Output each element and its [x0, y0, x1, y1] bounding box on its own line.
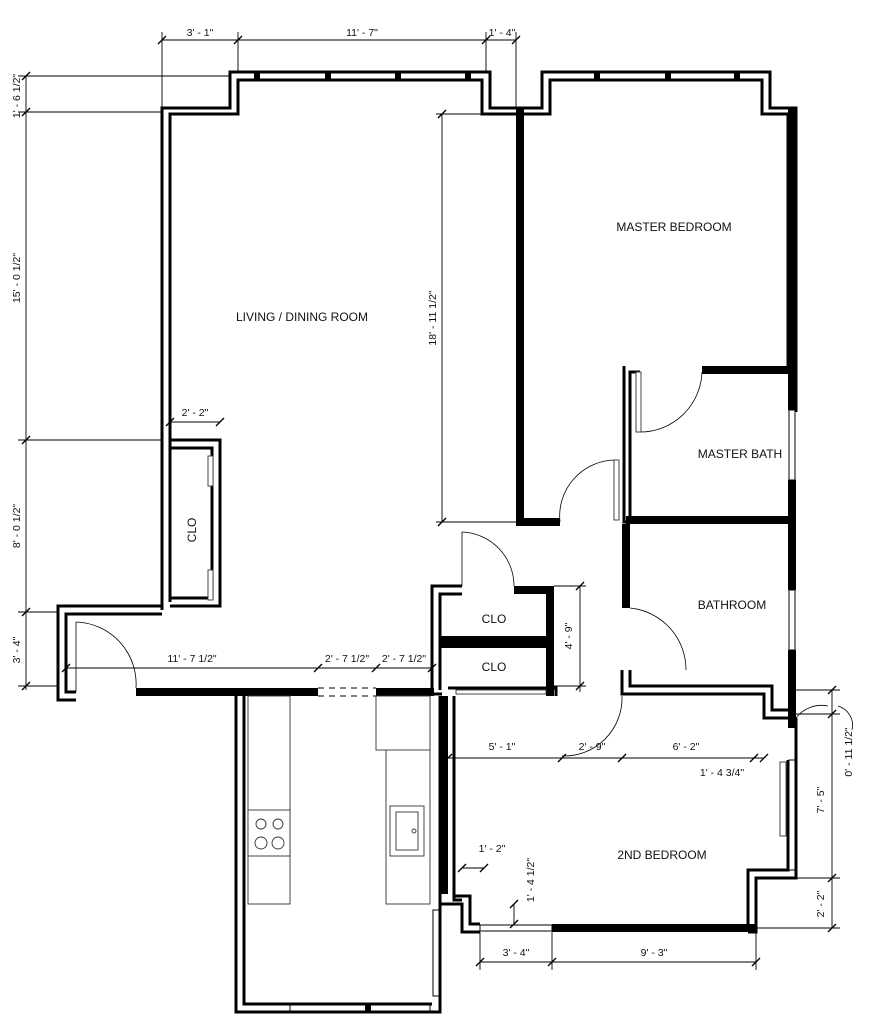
dimension-labels: 3' - 1" 11' - 7" 1' - 4" 1' - 6 1/2" 15'… — [11, 27, 855, 959]
dim-label: 2' - 2" — [182, 407, 209, 419]
dim-label: 3' - 4" — [503, 947, 530, 959]
dim-label: 2' - 7 1/2" — [325, 653, 370, 665]
doors — [75, 371, 853, 837]
east-wall-c — [788, 650, 796, 728]
fridge — [375, 695, 431, 751]
closet-center-bottom-label: CLO — [482, 660, 507, 674]
dim-label: 2' - 9" — [579, 741, 606, 753]
living-room-label: LIVING / DINING ROOM — [236, 310, 368, 324]
kitchen-fixtures — [247, 695, 431, 905]
closet-divider — [440, 636, 546, 644]
master-bedroom-door-swing[interactable] — [559, 459, 617, 523]
bathroom-south-wall-inner — [628, 670, 788, 712]
kitchen-east-window — [432, 909, 440, 997]
master-south-wall — [516, 518, 560, 526]
north-windows — [254, 71, 740, 1013]
master-bedroom-label: MASTER BEDROOM — [616, 220, 731, 234]
faucet-icon — [411, 828, 417, 834]
burner-icon — [255, 818, 267, 830]
dim-label: 9' - 3" — [641, 947, 668, 959]
entry-west-wall — [56, 604, 162, 702]
closet-left-label: CLO — [185, 518, 199, 543]
dim-label: 1' - 2" — [479, 843, 506, 855]
dim-label: 2' - 2" — [815, 890, 827, 917]
bedroom2-south-window — [479, 924, 553, 932]
bathroom-label: BATHROOM — [698, 598, 766, 612]
center-closets-inner — [438, 592, 462, 690]
closet-divider-b — [440, 644, 546, 648]
opening-dashed — [318, 687, 376, 697]
closet-east-wall — [546, 586, 554, 696]
dim-label: 18' - 11 1/2" — [427, 290, 439, 345]
master-bath-door-swing[interactable] — [639, 371, 703, 433]
bedroom2-southeast-jog-inner — [746, 760, 790, 924]
bedroom2-closet-slider[interactable] — [779, 761, 787, 837]
east-wall-a — [788, 108, 796, 410]
entry-door-swing[interactable] — [75, 621, 137, 689]
entry-south-wall — [136, 688, 318, 696]
bedroom2-north-wall — [448, 686, 558, 696]
dim-label: 8' - 0 1/2" — [11, 504, 23, 549]
bedroom2-west-jog-inner — [454, 894, 480, 926]
dim-label: 15' - 0 1/2" — [11, 253, 23, 303]
dim-label: 0' - 11 1/2" — [843, 727, 855, 777]
bedroom2-door-swing[interactable] — [561, 695, 623, 757]
entry-right-swing[interactable] — [837, 705, 853, 731]
living-north-wall — [160, 70, 516, 610]
living-north-wall-inner — [168, 78, 516, 602]
bathroom-west-wall — [622, 524, 630, 608]
entry-south-wall-b — [376, 688, 434, 696]
master-bath-partition — [702, 366, 792, 374]
dim-label: 11' - 7" — [346, 27, 378, 39]
second-bedroom-label: 2ND BEDROOM — [617, 848, 706, 862]
dim-label: 6' - 2" — [673, 741, 700, 753]
counter-left — [247, 695, 291, 905]
dim-label: 11' - 7 1/2" — [167, 653, 217, 665]
kitchen-window — [289, 1004, 431, 1012]
dim-label: 1' - 4" — [489, 27, 516, 39]
bathroom-south-wall — [620, 670, 796, 720]
dim-label: 5' - 1" — [489, 741, 516, 753]
living-master-partition — [516, 108, 524, 526]
closet-left-walls-inner — [170, 446, 214, 600]
bathroom-door-swing[interactable] — [629, 607, 687, 671]
east-window-b — [788, 589, 796, 651]
dim-label: 7' - 5" — [815, 786, 827, 813]
dim-label: 1' - 4 3/4" — [700, 767, 745, 779]
east-window-a — [788, 409, 796, 481]
dim-label: 2' - 7 1/2" — [382, 653, 427, 665]
dim-label: 3' - 1" — [187, 27, 214, 39]
bedroom2-north-inner — [452, 696, 462, 902]
bedroom2-southeast-jog — [748, 718, 798, 934]
bedroom2-slider[interactable] — [455, 689, 547, 695]
living-window — [257, 72, 469, 80]
room-labels: LIVING / DINING ROOM MASTER BEDROOM MAST… — [185, 220, 782, 862]
closet-door-swing[interactable] — [461, 531, 515, 587]
dim-label: 1' - 6 1/2" — [11, 74, 23, 119]
east-door-swing[interactable] — [795, 704, 829, 719]
closet-left-walls — [170, 438, 222, 608]
closet-top-east — [514, 586, 554, 594]
closet-left-slider[interactable] — [207, 455, 214, 487]
dim-label: 1' - 4 1/2" — [525, 858, 537, 903]
bedroom2-window — [788, 759, 796, 871]
stove — [247, 809, 291, 857]
east-wall-b — [788, 480, 796, 590]
master-bath-label: MASTER BATH — [698, 447, 782, 461]
center-closets — [430, 584, 462, 696]
bedroom2-west-jog — [438, 894, 480, 934]
entry-west-wall-inner — [64, 612, 162, 694]
dim-label: 4' - 9" — [563, 622, 575, 649]
kitchen-east-wall — [440, 696, 448, 894]
closet-center-top-label: CLO — [482, 612, 507, 626]
dimension-lines — [18, 32, 840, 970]
bedroom2-south-wall — [552, 924, 756, 932]
master-bath-south-wall — [626, 516, 792, 524]
master-north-wall — [516, 70, 798, 412]
dim-label: 3' - 4" — [11, 636, 23, 663]
